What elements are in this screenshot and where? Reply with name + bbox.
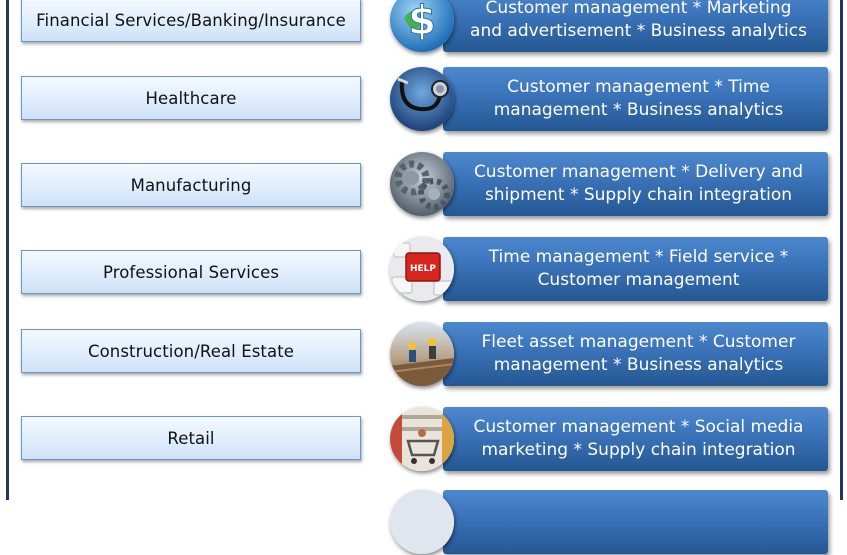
- row-construction-real-estate: Construction/Real Estate Fleet asset man…: [0, 321, 847, 387]
- frame-right-border: [840, 0, 843, 500]
- row-financial-services: Financial Services/Banking/Insurance Cus…: [0, 0, 847, 53]
- shopping-cart-icon: [390, 407, 454, 471]
- feature-list: Customer management * Marketing and adve…: [443, 0, 828, 52]
- industry-label: Construction/Real Estate: [21, 329, 361, 373]
- gears-icon: [390, 152, 454, 216]
- feature-list: Customer management * Delivery and shipm…: [443, 152, 828, 216]
- feature-list: Customer management * Social media marke…: [443, 407, 828, 471]
- construction-workers-icon: [390, 322, 454, 386]
- row-professional-services: Professional Services Time management * …: [0, 236, 847, 302]
- row-healthcare: Healthcare Customer management * Time ma…: [0, 66, 847, 132]
- frame-left-border: [6, 0, 9, 500]
- industry-label: Professional Services: [21, 250, 361, 294]
- svg-text:$: $: [408, 0, 436, 44]
- help-key-icon: HELP: [390, 237, 454, 301]
- row-manufacturing: Manufacturing Customer management * Deli…: [0, 151, 847, 217]
- row-retail: Retail Customer management * Social medi…: [0, 406, 847, 472]
- row-partial: [0, 489, 847, 555]
- feature-list: Time management * Field service * Custom…: [443, 237, 828, 301]
- stethoscope-icon: [390, 67, 454, 131]
- industry-label: Manufacturing: [21, 163, 361, 207]
- industry-label: Healthcare: [21, 76, 361, 120]
- help-key-label: HELP: [410, 264, 436, 274]
- dollar-globe-icon: $: [390, 0, 454, 52]
- industry-label: Financial Services/Banking/Insurance: [21, 0, 361, 42]
- feature-list: Fleet asset management * Customer manage…: [443, 322, 828, 386]
- feature-list: Customer management * Time management * …: [443, 67, 828, 131]
- industry-label: Retail: [21, 416, 361, 460]
